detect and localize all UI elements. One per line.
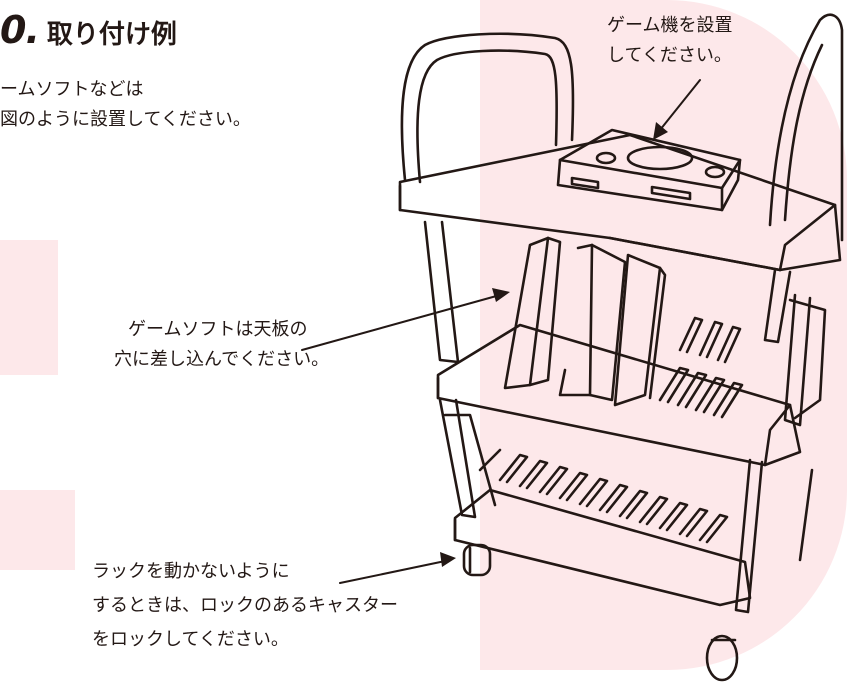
section-heading: 0. 取り付け例	[0, 8, 177, 52]
software-case-2	[558, 243, 594, 397]
callout-caster-line-3: をロックしてください。	[92, 629, 289, 650]
caster-front-left	[462, 543, 492, 577]
leader-line-software	[301, 294, 501, 351]
bottom-shelf-slots	[498, 453, 729, 544]
section-number: 0.	[0, 8, 40, 52]
game-console-drawing	[556, 128, 742, 212]
background-letter-left-lower	[0, 490, 75, 570]
intro-line-2: 図のように設置してください。	[0, 109, 251, 130]
software-case-3	[613, 253, 662, 407]
leader-line-caster	[339, 559, 451, 584]
top-shelf	[398, 133, 842, 272]
right-handle	[768, 13, 844, 242]
callout-console-line-2: してください。	[607, 45, 732, 66]
software-case-1	[503, 236, 550, 390]
leader-line-console	[659, 79, 701, 131]
callout-caster-line-2: するときは、ロックのあるキャスター	[92, 595, 398, 616]
caster-front-right	[705, 634, 739, 682]
section-title: 取り付け例	[46, 20, 177, 50]
arrowhead-console	[653, 122, 668, 140]
callout-software-line-2: 穴に差し込んでください。	[114, 349, 330, 370]
left-handle	[400, 32, 575, 182]
middle-shelf-slots	[658, 316, 744, 419]
arrowhead-caster	[440, 552, 456, 567]
front-left-leg	[423, 220, 460, 364]
callout-caster-line-1: ラックを動かないように	[92, 561, 290, 582]
background-letter-left	[0, 240, 58, 375]
arrowhead-software	[492, 288, 510, 302]
intro-line-1: ームソフトなどは	[0, 79, 144, 100]
callout-software-line-1: ゲームソフトは天板の	[128, 319, 308, 340]
callout-console-line-1: ゲーム機を設置	[607, 15, 733, 36]
front-right-leg	[763, 268, 792, 344]
